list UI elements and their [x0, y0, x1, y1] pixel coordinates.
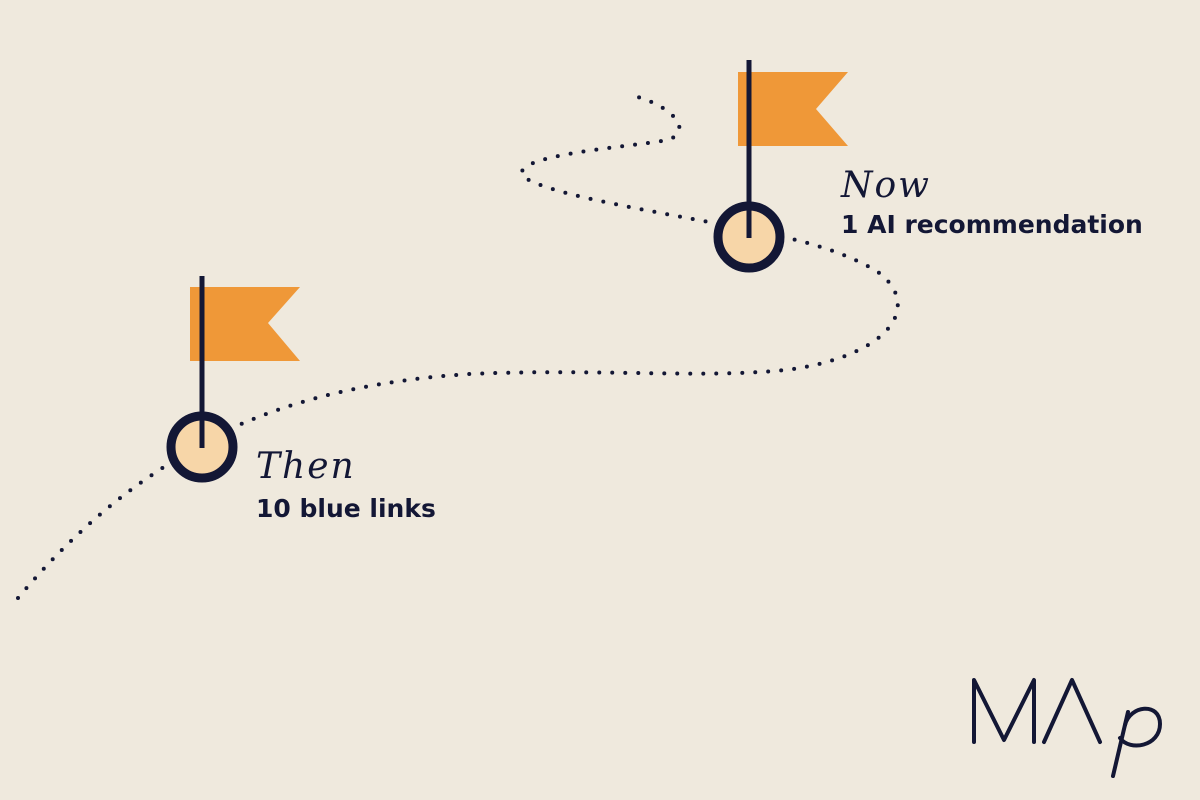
- map-logo: [972, 678, 1162, 778]
- now-era-label: Now: [841, 165, 931, 206]
- then-description-label: 10 blue links: [256, 494, 436, 523]
- now-description-label: 1 AI recommendation: [841, 210, 1143, 239]
- then-era-label: Then: [256, 446, 356, 487]
- then-flag-icon: [190, 287, 300, 361]
- now-flag-icon: [738, 72, 848, 146]
- dotted-journey-path: [16, 94, 900, 600]
